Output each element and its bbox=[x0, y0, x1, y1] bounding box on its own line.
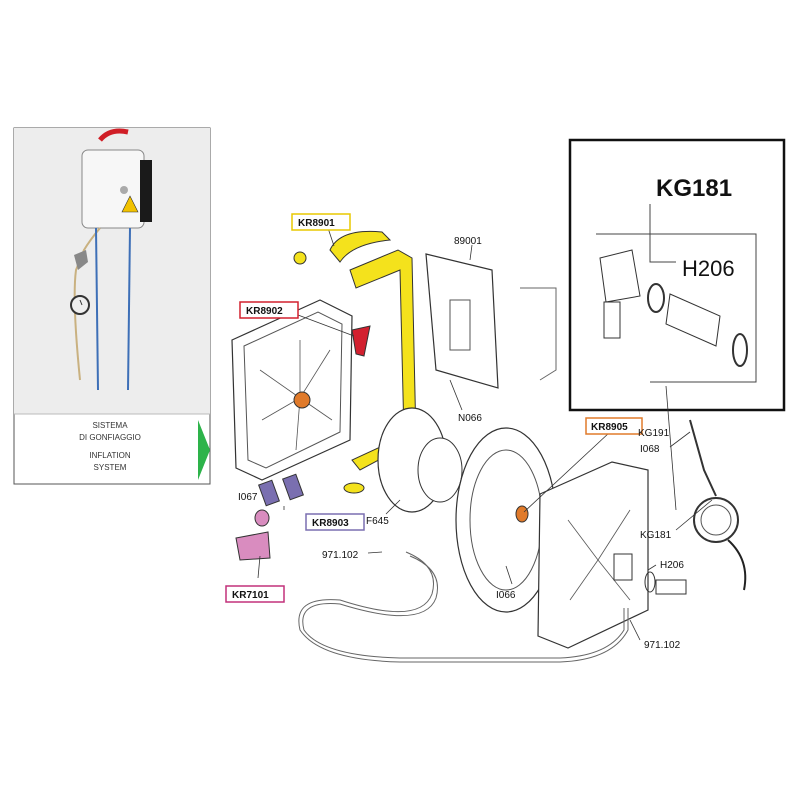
label-971-102-right: 971.102 bbox=[644, 640, 681, 651]
label-kr7101-text: KR7101 bbox=[232, 590, 269, 601]
hose-drum bbox=[377, 407, 557, 613]
caption-it-2: DI GONFIAGGIO bbox=[79, 433, 141, 442]
arrow-right-icon bbox=[198, 420, 210, 480]
pressure-gauge bbox=[689, 419, 747, 591]
label-kr8901: KR8901 bbox=[291, 213, 351, 231]
backplate bbox=[425, 253, 499, 389]
kg181-callout: KG181 H206 bbox=[568, 138, 786, 412]
left-housing bbox=[231, 299, 353, 481]
label-kr8901-text: KR8901 bbox=[298, 218, 335, 229]
label-i068: I068 bbox=[640, 444, 660, 455]
caption-en-2: SYSTEM bbox=[94, 463, 127, 472]
leader-lines bbox=[257, 227, 713, 641]
label-h206: H206 bbox=[660, 560, 684, 571]
label-i067: I067 bbox=[238, 492, 258, 503]
caption-it-1: SISTEMA bbox=[92, 421, 128, 430]
label-kr8902: KR8902 bbox=[239, 301, 299, 319]
small-parts bbox=[235, 325, 371, 561]
caption-en-1: INFLATION bbox=[89, 451, 130, 460]
label-i066: I066 bbox=[496, 590, 516, 601]
hoses bbox=[298, 287, 629, 663]
label-kr8903: KR8903 bbox=[305, 513, 365, 531]
hose-reel-product-image bbox=[70, 128, 152, 391]
right-housing bbox=[537, 461, 687, 649]
label-971-102-left: 971.102 bbox=[322, 550, 359, 561]
label-kr7101: KR7101 bbox=[225, 585, 285, 603]
yellow-bracket bbox=[293, 230, 417, 494]
label-f645: F645 bbox=[366, 516, 389, 527]
label-kr8905-text: KR8905 bbox=[591, 422, 628, 433]
callout-title: KG181 bbox=[656, 175, 732, 202]
label-kr8903-text: KR8903 bbox=[312, 518, 349, 529]
label-kg191: KG191 bbox=[638, 428, 670, 439]
label-kr8905: KR8905 bbox=[585, 417, 643, 435]
callout-part: H206 bbox=[682, 256, 735, 281]
label-kr8902-text: KR8902 bbox=[246, 306, 283, 317]
label-n066: N066 bbox=[458, 413, 482, 424]
product-panel: SISTEMA DI GONFIAGGIO INFLATION SYSTEM bbox=[13, 127, 211, 485]
label-kg181: KG181 bbox=[640, 530, 672, 541]
label-89001: 89001 bbox=[454, 236, 482, 247]
